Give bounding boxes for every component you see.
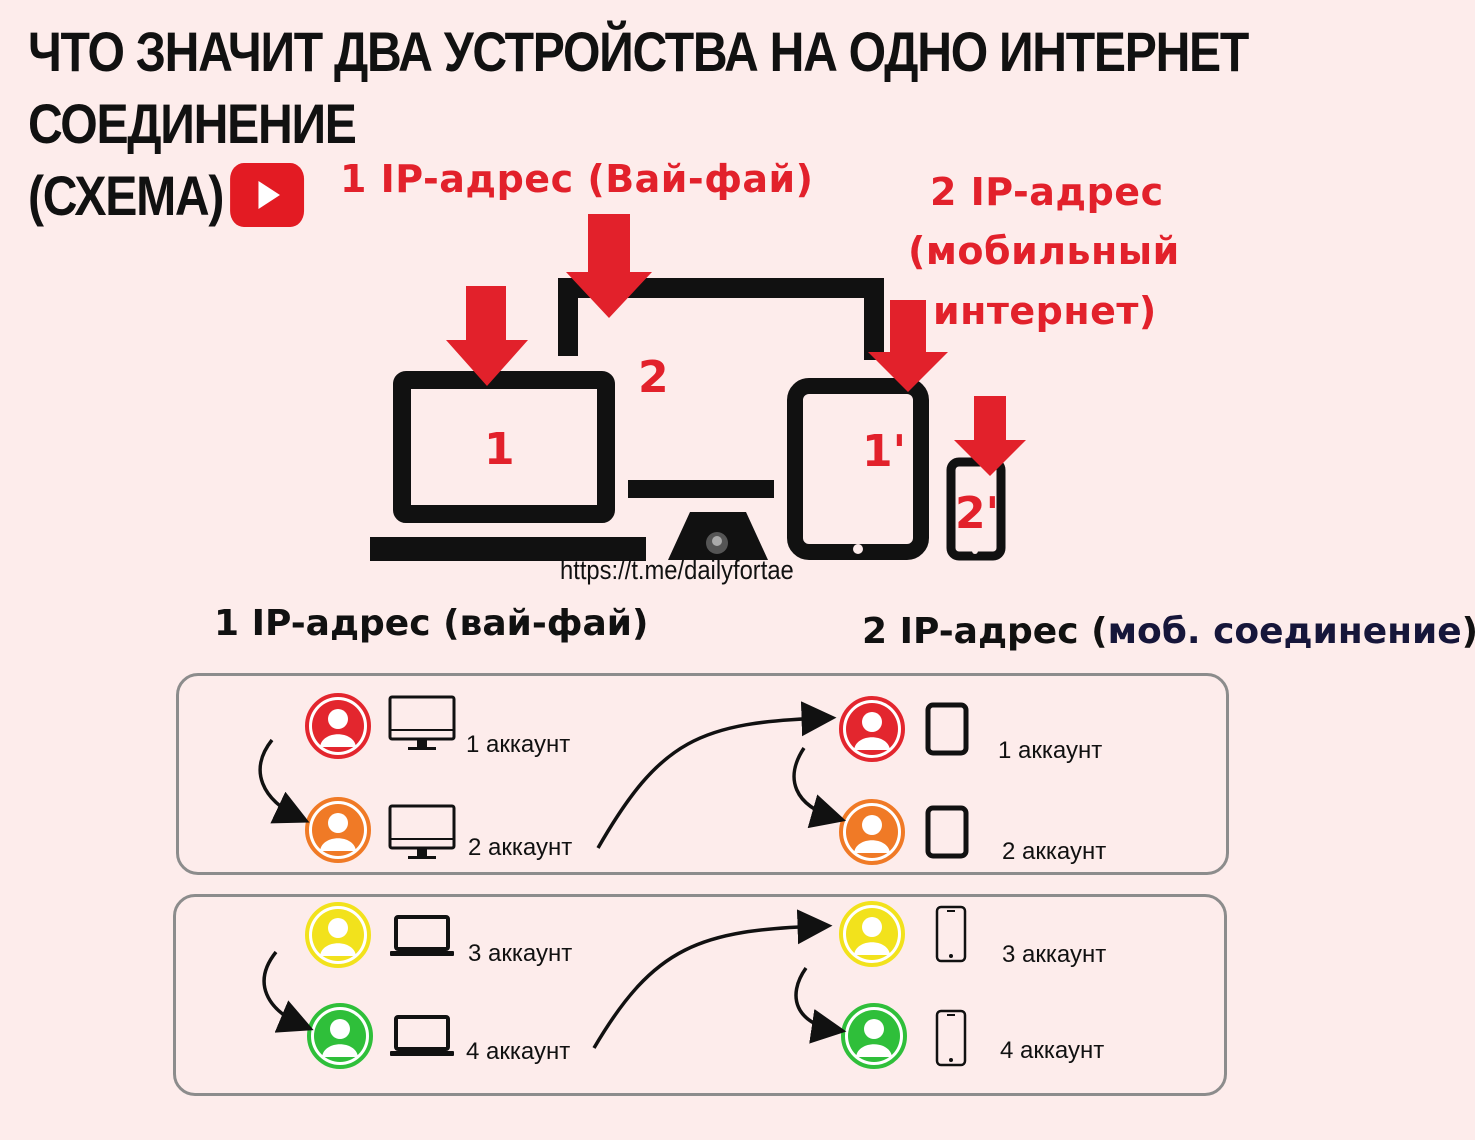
arrow-to-laptop bbox=[446, 286, 528, 386]
account-label: 2 аккаунт bbox=[468, 834, 573, 861]
section-title-mobile: 2 IP-адрес (моб. соединение) bbox=[862, 610, 1475, 654]
account-label: 4 аккаунт bbox=[1000, 1037, 1105, 1064]
user-avatar-icon bbox=[305, 797, 371, 863]
arrow-to-phone bbox=[954, 396, 1026, 476]
youtube-play-icon[interactable] bbox=[230, 163, 304, 227]
mobile-ip-label-line2: (мобильный bbox=[908, 229, 1180, 273]
mobile-ip-label-line1: 2 IP-адрес bbox=[930, 170, 1164, 214]
monitor-icon bbox=[388, 695, 456, 750]
mobile-ip-label-line3: интернет) bbox=[933, 289, 1157, 333]
red-down-arrows bbox=[446, 214, 1026, 476]
section-title-mobile-suffix: ) bbox=[1462, 611, 1475, 652]
arrow-p2-left-down bbox=[262, 950, 314, 1033]
telegram-link[interactable]: https://t.me/dailyfortae bbox=[560, 555, 794, 585]
account-label: 2 аккаунт bbox=[1002, 838, 1107, 865]
page-title: ЧТО ЗНАЧИТ ДВА УСТРОЙСТВА НА ОДНО ИНТЕРН… bbox=[28, 16, 1258, 232]
title-line-2: (СХЕМА) bbox=[28, 164, 224, 227]
account-label: 1 аккаунт bbox=[998, 737, 1103, 764]
tablet-icon bbox=[925, 805, 969, 859]
arrow-p1-cross bbox=[596, 701, 837, 849]
account-label: 4 аккаунт bbox=[466, 1038, 571, 1065]
user-avatar-icon bbox=[839, 799, 905, 865]
account-label: 3 аккаунт bbox=[468, 940, 573, 967]
monitor-number: 2 bbox=[638, 352, 669, 403]
monitor-device-icon bbox=[558, 278, 884, 560]
arrow-p1-right-down bbox=[792, 747, 847, 829]
phone-number: 2' bbox=[955, 488, 1000, 539]
panel-accounts-3-4 bbox=[173, 894, 1227, 1096]
arrow-p1-left-down bbox=[258, 738, 310, 824]
phone-icon bbox=[935, 1009, 967, 1067]
tablet-device-icon bbox=[787, 378, 929, 560]
monitor-icon bbox=[388, 804, 456, 859]
user-avatar-icon bbox=[307, 1003, 373, 1069]
connection-arrows bbox=[258, 701, 847, 1049]
account-label: 1 аккаунт bbox=[466, 731, 571, 758]
section-title-mobile-emph: моб. соединение bbox=[1107, 611, 1462, 652]
user-avatar-icon bbox=[839, 901, 905, 967]
user-avatar-icon bbox=[305, 902, 371, 968]
title-line-1: ЧТО ЗНАЧИТ ДВА УСТРОЙСТВА НА ОДНО ИНТЕРН… bbox=[28, 20, 1249, 155]
laptop-icon bbox=[390, 915, 454, 956]
phone-icon bbox=[935, 905, 967, 963]
laptop-number: 1 bbox=[484, 424, 515, 475]
arrow-p2-right-down bbox=[794, 966, 847, 1044]
arrow-to-tablet bbox=[868, 300, 948, 392]
user-avatar-icon bbox=[839, 696, 905, 762]
tablet-icon bbox=[925, 702, 969, 756]
tablet-number: 1' bbox=[862, 426, 907, 477]
user-avatar-icon bbox=[841, 1003, 907, 1069]
laptop-icon bbox=[390, 1015, 454, 1056]
panel-accounts-1-2 bbox=[176, 673, 1229, 875]
arrow-to-monitor bbox=[566, 214, 652, 318]
account-label: 3 аккаунт bbox=[1002, 941, 1107, 968]
wifi-ip-label: 1 IP-адрес (Вай-фай) bbox=[340, 157, 814, 201]
laptop-device-icon bbox=[370, 371, 646, 561]
arrow-p2-cross bbox=[592, 909, 833, 1049]
user-avatar-icon bbox=[305, 693, 371, 759]
section-title-wifi: 1 IP-адрес (вай-фай) bbox=[214, 603, 649, 644]
section-title-mobile-prefix: 2 IP-адрес ( bbox=[862, 611, 1108, 652]
